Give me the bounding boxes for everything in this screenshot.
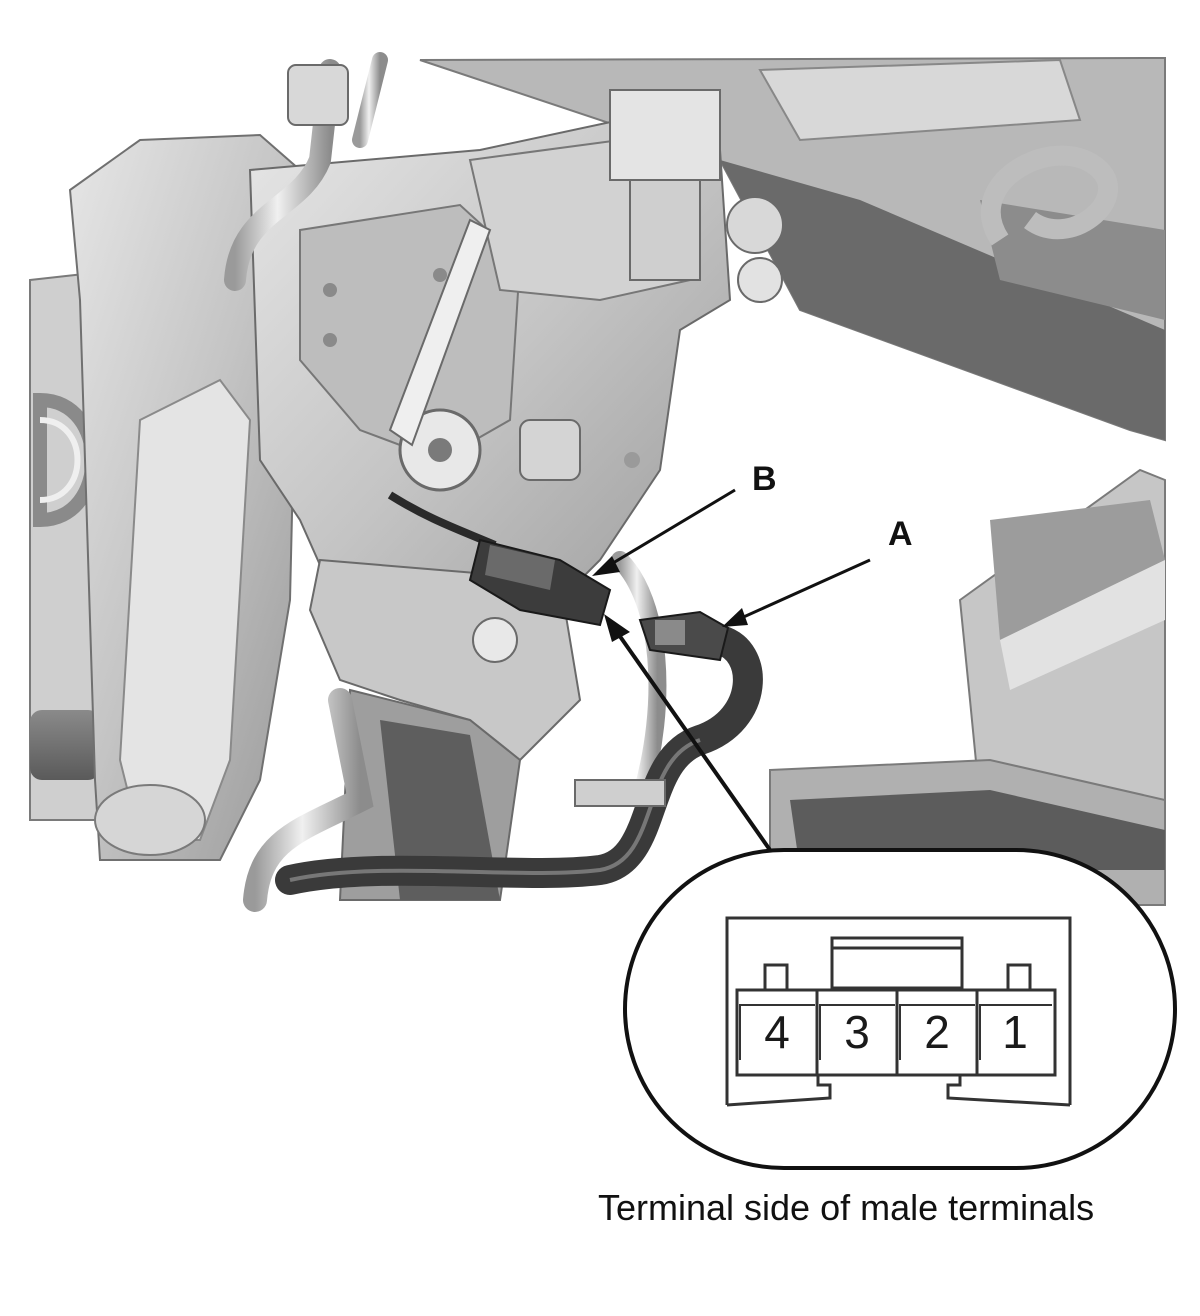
leader-lines [592, 488, 871, 852]
pin-number: 3 [844, 1006, 870, 1058]
callout-label-a: A [888, 515, 913, 553]
actuator-body [248, 89, 784, 641]
pin-number: 4 [764, 1006, 790, 1058]
figure-caption: Terminal side of male terminals [598, 1187, 1095, 1228]
left-housing [29, 133, 302, 861]
callout-label-b: B [752, 460, 777, 498]
pin-number: 1 [1002, 1006, 1028, 1058]
terminal-face-drawing [725, 916, 1072, 1107]
lower-bracket [308, 558, 582, 901]
right-housing [769, 468, 1166, 906]
connector-a-body [638, 610, 730, 662]
pin-number: 2 [924, 1006, 950, 1058]
connector-b-body [387, 491, 612, 627]
upper-duct [419, 56, 1166, 442]
wire-harness [275, 625, 763, 895]
pipes [224, 52, 1118, 912]
